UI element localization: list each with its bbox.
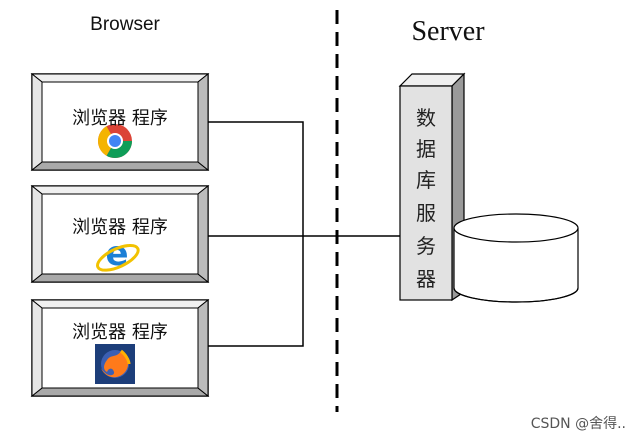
db-server-char-5: 务 bbox=[416, 234, 436, 258]
client-label-2: 浏览器 程序 bbox=[72, 217, 168, 238]
csdn-watermark: CSDN @舍得.. bbox=[530, 416, 626, 432]
browser-heading: Browser bbox=[90, 14, 160, 35]
db-server-char-3: 库 bbox=[416, 168, 436, 192]
internet-explorer-icon: e bbox=[96, 234, 140, 274]
db-server-char-4: 服 bbox=[416, 201, 436, 225]
firefox-icon bbox=[95, 344, 135, 384]
server-heading: Server bbox=[411, 16, 485, 47]
client-box-1 bbox=[30, 72, 210, 172]
db-server-char-2: 据 bbox=[416, 137, 436, 161]
db-server-char-6: 器 bbox=[416, 267, 436, 291]
client-label-3: 浏览器 程序 bbox=[72, 322, 168, 343]
chrome-icon bbox=[98, 124, 132, 158]
database-cylinder bbox=[453, 213, 579, 303]
db-server-char-1: 数 bbox=[416, 106, 436, 130]
client-label-1: 浏览器 程序 bbox=[72, 108, 168, 129]
connector-3 bbox=[208, 236, 304, 347]
connector-1 bbox=[208, 121, 304, 236]
client-box-2 bbox=[30, 184, 210, 284]
connection-lines bbox=[208, 121, 400, 347]
